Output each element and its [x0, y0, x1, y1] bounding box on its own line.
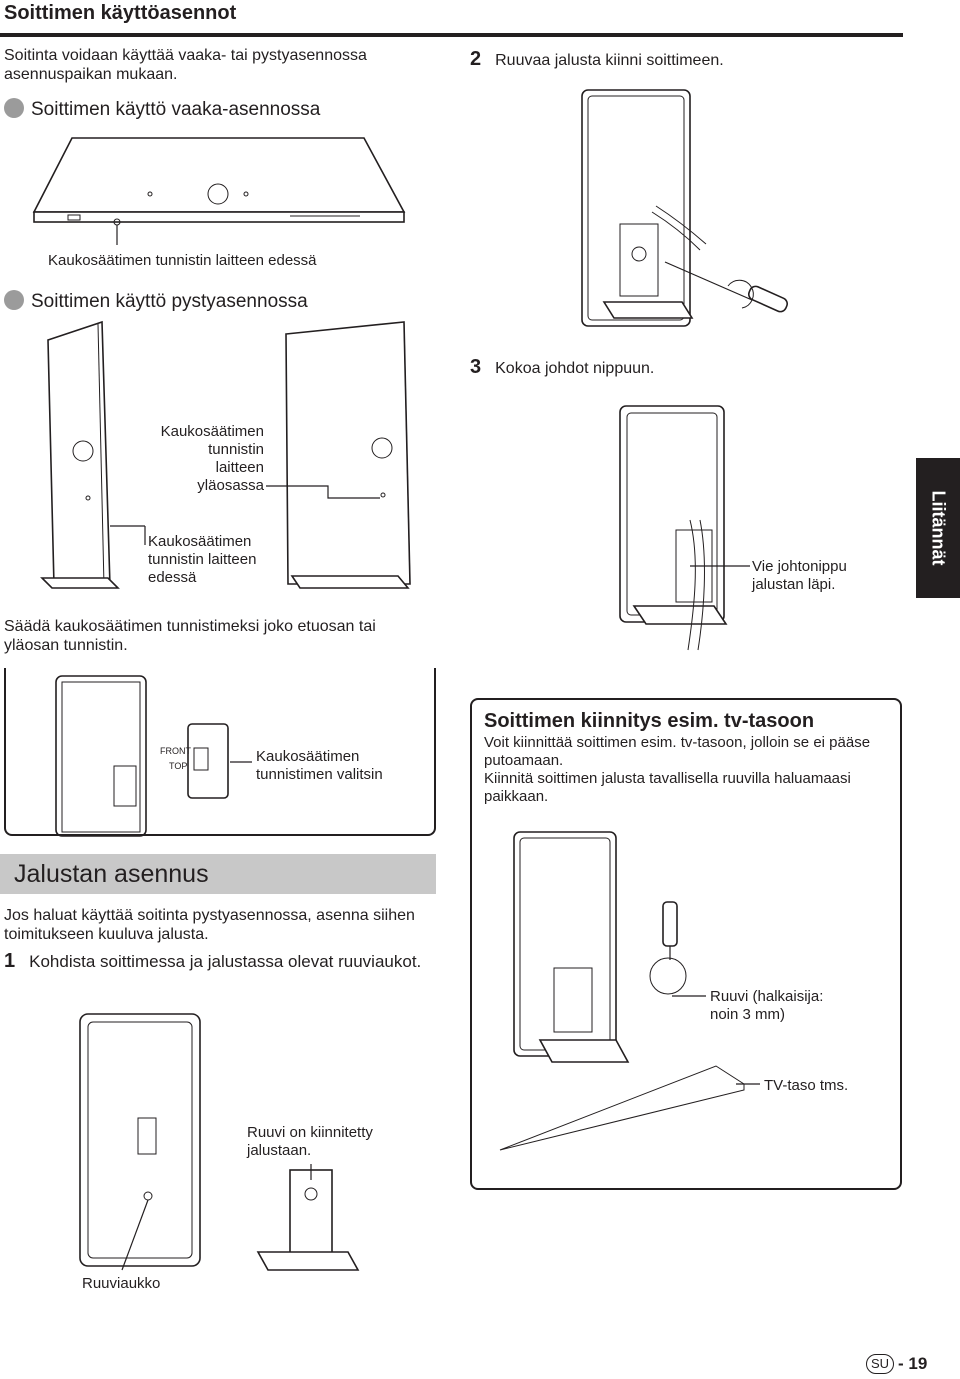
mount-line2: Kiinnitä soittimen jalusta tavallisella …: [484, 770, 851, 805]
intro-text: Soitinta voidaan käyttää vaaka- tai pyst…: [4, 47, 367, 83]
screw-hole-caption: Ruuviaukko: [82, 1275, 161, 1292]
stand-player-illustration: [79, 1013, 360, 1271]
mount-line1: Voit kiinnittää soittimen esim. tv-tasoo…: [484, 734, 871, 769]
stand-section-title: Jalustan asennus: [14, 860, 209, 888]
vertical-front-caption: Kaukosäätimen tunnistin laitteen edessä: [148, 533, 257, 586]
switch-top-label: TOP: [169, 761, 188, 771]
horizontal-caption: Kaukosäätimen tunnistin laitteen edessä: [48, 252, 317, 269]
mount-table-caption: TV-taso tms.: [764, 1077, 849, 1094]
bullet-icon: [4, 98, 24, 118]
horizontal-player-illustration: [32, 137, 406, 245]
stand-section-header: Jalustan asennus: [0, 854, 436, 894]
switch-illustration: [55, 675, 252, 837]
vertical-heading: Soittimen käyttö pystyasennossa: [4, 290, 308, 313]
page-title: Soittimen käyttöasennot: [4, 2, 237, 24]
mount-title: Soittimen kiinnitys esim. tv-tasoon: [484, 710, 815, 732]
bullet-icon: [4, 290, 24, 310]
step2-player-illustration: [581, 89, 788, 327]
side-tab: Liitännät: [916, 458, 960, 598]
step3-caption: Vie johtonippu jalustan läpi.: [752, 558, 847, 593]
title-rule: [0, 33, 903, 37]
vertical-player-side-illustration: [40, 320, 146, 589]
sensor-note: Säädä kaukosäätimen tunnistimeksi joko e…: [4, 618, 376, 654]
switch-box: [4, 668, 436, 836]
vertical-top-caption: Kaukosäätimen tunnistin laitteen yläosas…: [160, 423, 264, 494]
horizontal-heading: Soittimen käyttö vaaka-asennossa: [4, 98, 320, 121]
switch-caption: Kaukosäätimen tunnistimen valitsin: [256, 748, 383, 783]
mount-screw-caption: Ruuvi (halkaisija: noin 3 mm): [710, 988, 824, 1023]
mount-box: [470, 698, 902, 1190]
step3-player-illustration: [619, 405, 750, 651]
screw-fixed-caption: Ruuvi on kiinnitetty jalustaan.: [247, 1124, 373, 1159]
vertical-player-front-illustration: [266, 321, 411, 589]
switch-front-label: FRONT: [160, 746, 191, 756]
mount-illustration: [499, 831, 760, 1151]
stand-intro: Jos haluat käyttää soitinta pystyasennos…: [4, 907, 415, 943]
page-number: - 19: [898, 1354, 928, 1373]
language-badge: SU: [866, 1354, 895, 1374]
